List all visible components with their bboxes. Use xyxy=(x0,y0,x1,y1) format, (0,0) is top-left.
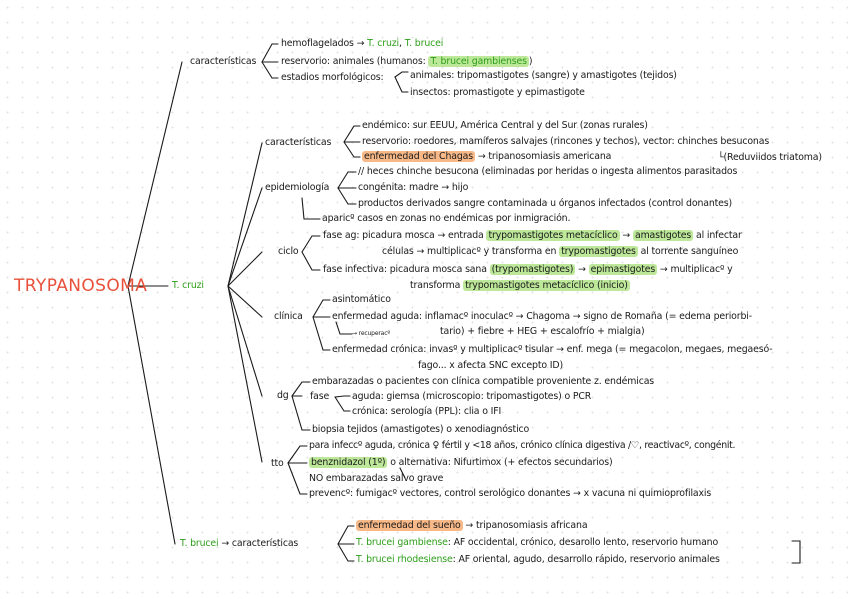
tto-l2: benznidazol (1º) o alternativa: Nifurtim… xyxy=(309,457,613,468)
dg-l3: crónica: serología (PPL): clia o IFI xyxy=(352,406,502,417)
ciclo-d: transforma trypomastigotes metacíclico (… xyxy=(410,280,630,291)
dg-fase: fase xyxy=(310,391,330,402)
tto-l3: NO embarazadas salvo grave xyxy=(309,473,444,484)
tto-l4: prevencº: fumigacº vectores, control ser… xyxy=(309,488,712,499)
epi-l2: congénita: madre → hijo xyxy=(358,182,469,193)
cruzi-car-l2: reservorio: roedores, mamíferos salvajes… xyxy=(362,136,770,147)
tto-label: tto xyxy=(271,458,284,469)
main-title: TRYPANOSOMA xyxy=(14,276,148,296)
top-line1: hemoflagelados → T. cruzi, T. brucei xyxy=(281,38,444,49)
top-caracteristicas: características xyxy=(190,56,257,67)
cruzi-car-l3c: └(Reduviidos triatoma) xyxy=(718,152,822,163)
dg-l1: embarazadas o pacientes con clínica comp… xyxy=(312,376,655,387)
clinica-l2: enfermedad aguda: inflamacº inoculacº → … xyxy=(332,311,752,322)
epi-l1: // heces chinche besucona (eliminadas po… xyxy=(358,166,738,177)
brucei-label: T. brucei → características xyxy=(180,538,299,549)
ciclo-b: células → multiplicacº y transforma en t… xyxy=(382,246,739,257)
brucei-l1: enfermedad del sueño → tripanosomiasis a… xyxy=(356,520,588,531)
clinica-l3: tario) + fiebre + HEG + escalofrío + mia… xyxy=(440,326,645,337)
top-line3b: insectos: promastigote y epimastigote xyxy=(410,87,585,98)
dg-l2: aguda: giemsa (microscopio: tripomastigo… xyxy=(352,391,592,402)
clinica-l1: asintomático xyxy=(332,294,391,305)
top-line3: estadios morfológicos: xyxy=(281,72,384,83)
cruzi-car-l3: enfermedad del Chagas → tripanosomiasis … xyxy=(362,151,612,162)
epi-label: epidemiología xyxy=(265,182,330,193)
cruzi-label: T. cruzi xyxy=(172,280,204,291)
clinica-l5: fago... x afecta SNC excepto ID) xyxy=(418,360,563,371)
cruzi-car-label: características xyxy=(265,137,332,148)
clinica-label: clínica xyxy=(274,311,303,322)
epi-l3: productos derivados sangre contaminada u… xyxy=(358,198,733,209)
clinica-l4: enfermedad crónica: invasº y multiplicac… xyxy=(332,344,773,355)
tto-l1: para infeccº aguda, crónica ♀ fértil y <… xyxy=(309,440,736,451)
epi-l4: aparicº casos en zonas no endémicas por … xyxy=(322,213,571,224)
ciclo-a: fase ag: picadura mosca → entrada trypom… xyxy=(323,230,742,241)
top-line2: reservorio: animales (humanos: T. brucei… xyxy=(281,56,533,67)
ciclo-label: ciclo xyxy=(278,246,299,257)
brucei-l3: T. brucei rhodesiense: AF oriental, agud… xyxy=(356,554,720,565)
clinica-rec: → recuperacº xyxy=(352,330,391,337)
cruzi-car-l1: endémico: sur EEUU, América Central y de… xyxy=(362,120,648,131)
dg-label: dg xyxy=(277,390,289,401)
top-line3a: animales: tripomastigotes (sangre) y ama… xyxy=(410,70,677,81)
brucei-l2: T. brucei gambiense: AF occidental, crón… xyxy=(356,537,719,548)
dg-l4: biopsia tejidos (amastigotes) o xenodiag… xyxy=(312,424,530,435)
ciclo-c: fase infectiva: picadura mosca sana (try… xyxy=(323,264,733,275)
